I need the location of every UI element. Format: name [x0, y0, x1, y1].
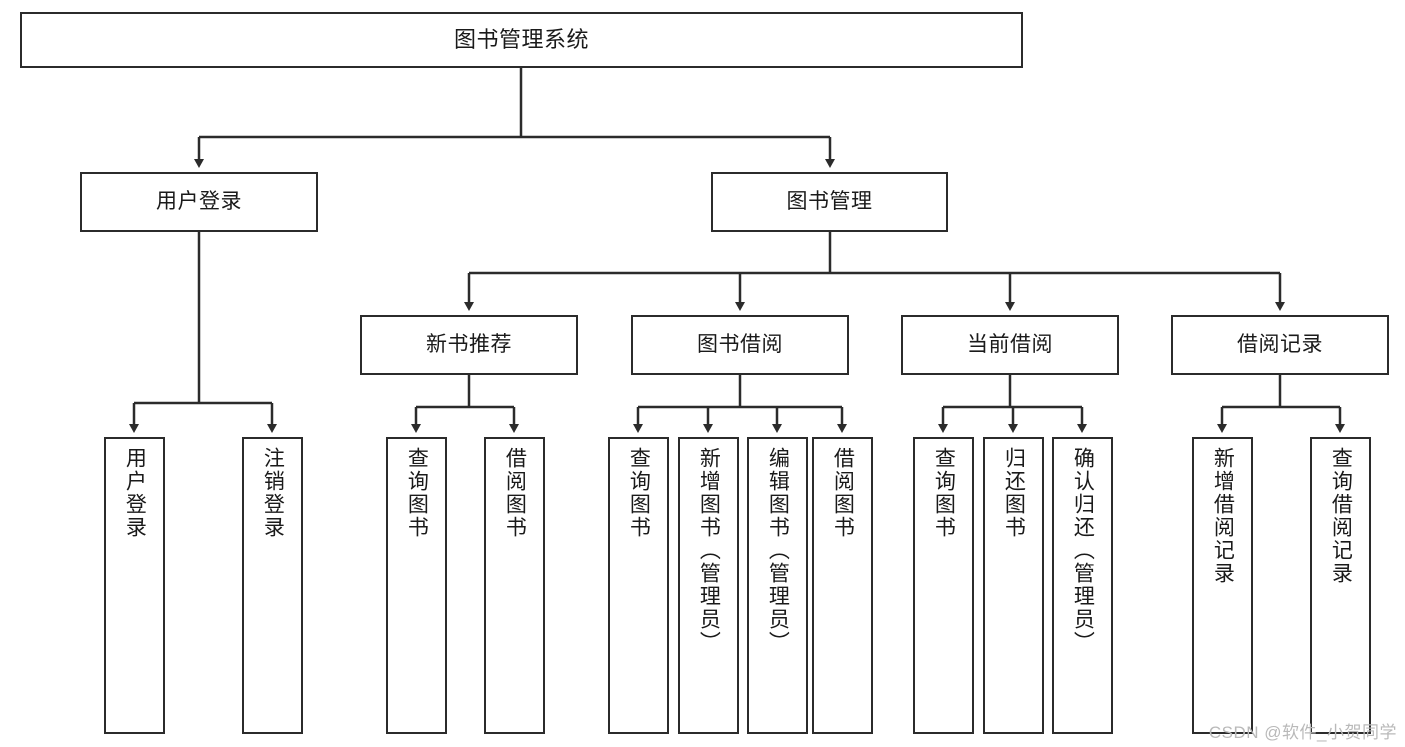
node-user-login[interactable]: 用户登录 — [80, 172, 318, 232]
node-root[interactable]: 图书管理系统 — [20, 12, 1023, 68]
leaf-user-login[interactable]: 用户登录 — [104, 437, 165, 734]
leaf-records-add-record-label: 新增借阅记录 — [1211, 447, 1235, 585]
leaf-current-query-book-label: 查询图书 — [932, 447, 956, 539]
leaf-newbook-query-book[interactable]: 查询图书 — [386, 437, 447, 734]
node-root-label: 图书管理系统 — [453, 26, 589, 52]
node-user-login-label: 用户登录 — [156, 190, 242, 214]
leaf-borrow-add-book-admin[interactable]: 新增图书（管理员） — [678, 437, 739, 734]
leaf-current-confirm-return-admin-label: 确认归还（管理员） — [1071, 447, 1095, 654]
leaf-borrow-borrow-book[interactable]: 借阅图书 — [812, 437, 873, 734]
node-book-borrow-label: 图书借阅 — [697, 333, 783, 357]
leaf-borrow-edit-book-admin[interactable]: 编辑图书（管理员） — [747, 437, 808, 734]
node-borrow-records-label: 借阅记录 — [1237, 333, 1323, 357]
node-current-borrow-label: 当前借阅 — [967, 333, 1053, 357]
leaf-current-confirm-return-admin[interactable]: 确认归还（管理员） — [1052, 437, 1113, 734]
watermark: CSDN @软件_小贺同学 — [1208, 723, 1397, 742]
leaf-current-return-book[interactable]: 归还图书 — [983, 437, 1044, 734]
leaf-current-query-book[interactable]: 查询图书 — [913, 437, 974, 734]
leaf-newbook-query-book-label: 查询图书 — [405, 447, 429, 539]
leaf-borrow-borrow-book-label: 借阅图书 — [831, 447, 855, 539]
leaf-user-logout-label: 注销登录 — [261, 447, 285, 539]
leaf-records-add-record[interactable]: 新增借阅记录 — [1192, 437, 1253, 734]
leaf-current-return-book-label: 归还图书 — [1002, 447, 1026, 539]
node-new-book-recommend[interactable]: 新书推荐 — [360, 315, 578, 375]
leaf-borrow-add-book-admin-label: 新增图书（管理员） — [697, 447, 721, 654]
leaf-records-query-record-label: 查询借阅记录 — [1329, 447, 1353, 585]
node-book-management[interactable]: 图书管理 — [711, 172, 948, 232]
node-current-borrow[interactable]: 当前借阅 — [901, 315, 1119, 375]
leaf-records-query-record[interactable]: 查询借阅记录 — [1310, 437, 1371, 734]
leaf-borrow-query-book[interactable]: 查询图书 — [608, 437, 669, 734]
leaf-borrow-query-book-label: 查询图书 — [627, 447, 651, 539]
leaf-newbook-borrow-book-label: 借阅图书 — [503, 447, 527, 539]
node-borrow-records[interactable]: 借阅记录 — [1171, 315, 1389, 375]
leaf-user-logout[interactable]: 注销登录 — [242, 437, 303, 734]
node-book-borrow[interactable]: 图书借阅 — [631, 315, 849, 375]
leaf-newbook-borrow-book[interactable]: 借阅图书 — [484, 437, 545, 734]
leaf-user-login-label: 用户登录 — [123, 447, 147, 539]
node-new-book-recommend-label: 新书推荐 — [426, 333, 512, 357]
leaf-borrow-edit-book-admin-label: 编辑图书（管理员） — [766, 447, 790, 654]
node-book-management-label: 图书管理 — [786, 190, 873, 214]
